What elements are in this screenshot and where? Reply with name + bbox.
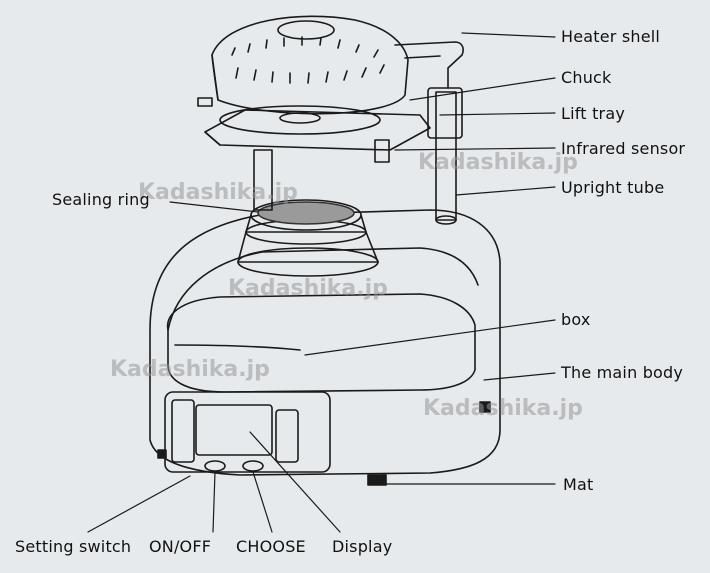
- choose-button: [242, 460, 264, 472]
- watermark: Kadashika.jp: [423, 396, 583, 421]
- watermark: Kadashika.jp: [228, 276, 388, 301]
- watermark: Kadashika.jp: [418, 150, 578, 175]
- main-body-shape: [149, 209, 501, 476]
- label-mat: Mat: [563, 475, 594, 494]
- label-on-off: ON/OFF: [149, 537, 212, 556]
- label-infrared-sensor: Infrared sensor: [561, 139, 686, 158]
- box-shape: [166, 293, 476, 393]
- vent-slots: [231, 36, 385, 84]
- label-display: Display: [332, 537, 393, 556]
- on-off-button: [204, 460, 226, 472]
- label-upright-tube: Upright tube: [561, 178, 665, 197]
- label-box: box: [561, 310, 591, 329]
- heater-shell: [211, 15, 409, 115]
- upright-tube: [435, 91, 457, 221]
- mat-foot: [367, 474, 387, 486]
- label-setting-switch: Setting switch: [15, 537, 132, 556]
- watermark: Kadashika.jp: [138, 180, 298, 205]
- label-chuck: Chuck: [561, 68, 612, 87]
- label-lift-tray: Lift tray: [561, 104, 625, 123]
- control-panel: [164, 391, 331, 473]
- label-sealing-ring: Sealing ring: [52, 190, 150, 209]
- watermark: Kadashika.jp: [110, 357, 270, 382]
- display-screen: [195, 404, 273, 456]
- label-main-body: The main body: [561, 363, 684, 382]
- label-choose: CHOOSE: [236, 537, 306, 556]
- label-heater-shell: Heater shell: [561, 27, 661, 46]
